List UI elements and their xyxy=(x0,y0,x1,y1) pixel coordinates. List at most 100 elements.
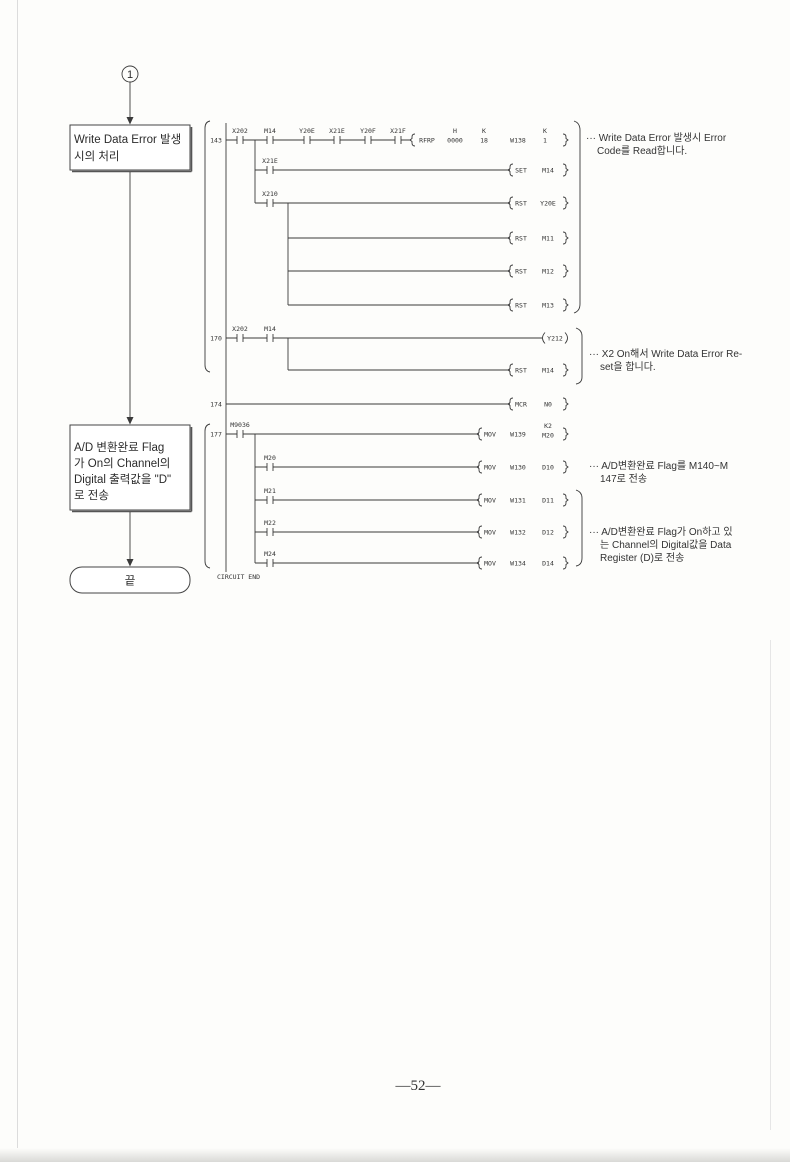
left-bracket-upper xyxy=(204,120,211,373)
instruction-brace-left xyxy=(507,363,514,377)
end-terminal-frame xyxy=(69,566,191,594)
contact-label: M20 xyxy=(264,454,276,462)
instruction-brace-right xyxy=(562,493,569,507)
comment-line: ··· Write Data Error 발생시 Error xyxy=(586,133,727,144)
instruction-brace-right xyxy=(562,163,569,177)
rung-143-contact-4: X21E xyxy=(329,127,345,144)
comment-bracket-1 xyxy=(573,120,581,314)
flow-arrow-1 xyxy=(126,82,134,125)
arrowhead-icon xyxy=(126,417,134,425)
start-connector: 1 xyxy=(121,65,139,83)
branch-contact: X210 xyxy=(262,190,278,207)
process-box-line-2: 가 On의 Channel의 xyxy=(74,457,170,470)
instruction-brace-right xyxy=(562,460,569,474)
process-box-frame xyxy=(69,124,191,171)
instruction-operand: M11 xyxy=(542,235,554,243)
instruction-operand: M14 xyxy=(542,167,554,175)
contact-label: X210 xyxy=(262,190,278,198)
instruction-brace-left xyxy=(409,133,416,147)
arrowhead-icon xyxy=(126,117,134,125)
instruction-brace-left xyxy=(476,493,483,507)
contact-label: X21E xyxy=(262,157,278,165)
contact-label: M14 xyxy=(264,127,276,135)
process-box-write-error: Write Data Error 발생 시의 처리 xyxy=(69,124,193,173)
step-number: 143 xyxy=(210,137,222,145)
process-box-line-3: Digital 출력값을 "D" xyxy=(74,473,171,486)
instruction-operand: Y20E xyxy=(540,200,556,208)
contact-label: M14 xyxy=(264,325,276,333)
instruction-op: RST xyxy=(515,268,527,276)
instruction-op: MOV xyxy=(484,560,496,568)
rung-170-contact-2: M14 xyxy=(264,325,276,342)
page-number: —52— xyxy=(395,1078,441,1094)
contact-gap xyxy=(237,336,243,340)
instruction-brace-left xyxy=(507,298,514,312)
end-terminal: 끝 xyxy=(69,566,191,594)
process-box-line-1: Write Data Error 발생 xyxy=(74,133,181,146)
instruction-op: SET xyxy=(515,167,527,175)
branch-contact: M20 xyxy=(264,454,276,471)
contact-gap xyxy=(267,201,273,205)
instruction-brace-right xyxy=(562,196,569,210)
rung-177-contact-1: M9036 xyxy=(230,421,250,438)
contact-label: X21E xyxy=(329,127,345,135)
left-bracket-lower xyxy=(204,423,211,569)
operand: W138 xyxy=(510,137,526,145)
contact-gap xyxy=(237,432,243,436)
instruction-op: MOV xyxy=(484,497,496,505)
process-box-line-4: 로 전송 xyxy=(74,489,109,502)
instruction-dest: D11 xyxy=(542,497,554,505)
contact-label: M21 xyxy=(264,487,276,495)
circuit-end-label: CIRCUIT END xyxy=(217,573,260,581)
instruction-brace-left xyxy=(476,427,483,441)
process-box-transfer: A/D 변환완료 Flag 가 On의 Channel의 Digital 출력값… xyxy=(69,424,193,513)
instruction-brace-left xyxy=(507,231,514,245)
coil-arc-left xyxy=(542,332,546,344)
ladder-frame xyxy=(204,120,583,572)
instruction-operand: M13 xyxy=(542,302,554,310)
instruction-dest: D10 xyxy=(542,464,554,472)
instruction-op: RFRP xyxy=(419,137,435,145)
rung-143-branch-5: RST M13 xyxy=(288,298,569,312)
operand: 18 xyxy=(480,137,488,145)
instruction-op: RST xyxy=(515,302,527,310)
instruction-op: MOV xyxy=(484,431,496,439)
rung-143-branch-1: X21E SET M14 xyxy=(255,157,569,177)
instruction-brace-left xyxy=(476,556,483,570)
contact-gap xyxy=(365,138,371,142)
contact-label: M9036 xyxy=(230,421,250,429)
instruction-brace-right xyxy=(562,133,569,147)
rung-143-branch-3: RST M11 xyxy=(288,231,569,245)
comment-bracket-4 xyxy=(575,489,583,567)
flow-arrow-2 xyxy=(126,172,134,425)
comment-line: Code를 Read합니다. xyxy=(597,146,688,157)
instruction-brace-left xyxy=(507,397,514,411)
instruction-op: MOV xyxy=(484,464,496,472)
step-number: 170 xyxy=(210,335,222,343)
contact-gap xyxy=(267,138,273,142)
rung-143-contact-1: X202 xyxy=(232,127,248,144)
comment-line: 147로 전송 xyxy=(600,474,648,485)
instruction-op: RST xyxy=(515,235,527,243)
instruction-dest: D14 xyxy=(542,560,554,568)
connector-label: 1 xyxy=(127,69,133,81)
operand: M20 xyxy=(542,432,554,440)
operand-prefix: H xyxy=(453,127,457,135)
comment-digital-value-transfer: ··· A/D변환완료 Flag가 On하고 있 는 Channel의 Digi… xyxy=(589,526,733,565)
instruction-brace-left xyxy=(476,460,483,474)
comment-flag-transfer: ··· A/D변환완료 Flag를 M140~M 147로 전송 xyxy=(589,460,728,486)
scan-edge-left xyxy=(17,0,18,1162)
instruction-brace-right xyxy=(562,556,569,570)
rung-143-contact-6: X21F xyxy=(390,127,406,144)
comment-line: ··· X2 On해서 Write Data Error Re- xyxy=(589,349,743,360)
comment-line: set을 합니다. xyxy=(600,362,656,373)
